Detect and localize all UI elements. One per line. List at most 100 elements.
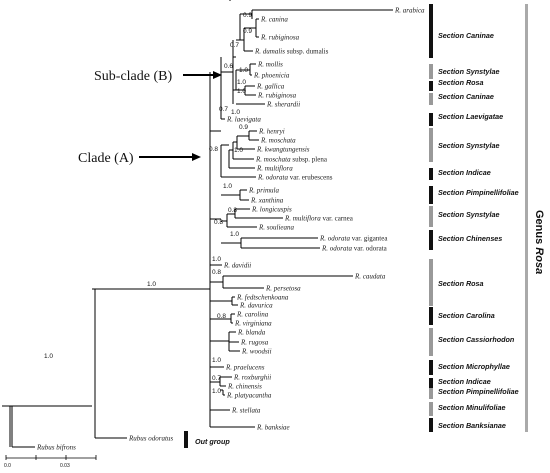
section-bar-synstylae2 bbox=[429, 128, 433, 162]
support-value: 0.9 bbox=[243, 28, 252, 35]
taxon-label-praelucens: R. praelucens bbox=[225, 364, 265, 372]
taxon-label-roxburghii: R. roxburghii bbox=[233, 374, 271, 382]
section-bar-microphyllae bbox=[429, 360, 433, 375]
section-bar-laevigatae bbox=[429, 113, 433, 126]
taxon-label-chinensis: R. chinensis bbox=[227, 383, 262, 391]
section-label-rosa2: Section Rosa bbox=[438, 279, 484, 288]
support-value: 0.7 bbox=[212, 375, 221, 382]
clade-arrowhead bbox=[192, 153, 201, 161]
support-value: 0.8 bbox=[217, 313, 226, 320]
taxon-label-longicuspis: R. longicuspis bbox=[251, 206, 292, 214]
outgroup-label: Out group bbox=[195, 437, 230, 446]
support-value: 1.0 bbox=[223, 183, 232, 190]
section-bar-cassiorhodon bbox=[429, 328, 433, 356]
section-bar-rosa1 bbox=[429, 81, 433, 91]
section-bar-pimpinell2 bbox=[429, 388, 433, 399]
genus-bar bbox=[525, 4, 528, 432]
taxon-label-banksiae: R. banksiae bbox=[256, 424, 290, 432]
support-value: 1.0 bbox=[212, 357, 221, 364]
taxon-label-carolina: R. carolina bbox=[236, 311, 269, 319]
taxon-label-sherardii: R. sherardii bbox=[266, 101, 300, 109]
support-value: 0.7 bbox=[230, 42, 239, 49]
section-label-pimpinell1: Section Pimpinellifoliae bbox=[438, 188, 519, 197]
taxon-label-arabica: R. arabica bbox=[394, 7, 425, 15]
section-bar-banksianae bbox=[429, 418, 433, 432]
support-value: 1.0 bbox=[231, 109, 240, 116]
section-label-banksianae: Section Banksianae bbox=[438, 421, 506, 430]
section-label-synstylae1: Section Synstylae bbox=[438, 67, 500, 76]
taxon-label-virginiana: R. virginiana bbox=[234, 320, 272, 328]
genus-label: Genus Rosa bbox=[533, 210, 545, 274]
taxon-label-fedtschenkoana: R. fedtschenkoana bbox=[236, 294, 289, 302]
section-label-minulifoliae: Section Minulifoliae bbox=[438, 403, 506, 412]
section-bar-carolina bbox=[429, 307, 433, 325]
taxon-label-kwangtungensis: R. kwangtungensis bbox=[256, 146, 310, 154]
clade-annotation: Clade (A) bbox=[78, 151, 134, 166]
section-label-indicae2: Section Indicae bbox=[438, 377, 491, 386]
support-value: 0.8 bbox=[228, 207, 237, 214]
taxon-label-davidii: R. davidii bbox=[223, 262, 251, 270]
support-value: 1.0 bbox=[212, 388, 221, 395]
support-value: 1.0 bbox=[239, 67, 248, 74]
taxon-label-blanda: R. blanda bbox=[237, 329, 266, 337]
taxon-label-primula: R. primula bbox=[248, 187, 279, 195]
section-label-indicae1: Section Indicae bbox=[438, 168, 491, 177]
taxon-label-xanthina: R. xanthina bbox=[250, 197, 284, 205]
taxon-label-multiflora: R. multiflora bbox=[256, 165, 293, 173]
taxon-label-rugosa: R. rugosa bbox=[240, 339, 269, 347]
support-value: 0.8 bbox=[209, 146, 218, 153]
support-value: 0.9 bbox=[239, 124, 248, 131]
taxon-label-odorata-gig: R. odorata var. gigantea bbox=[319, 235, 388, 243]
taxon-label-caudata: R. caudata bbox=[354, 273, 386, 281]
section-bar-chinenses bbox=[429, 230, 433, 250]
taxon-label-rubus-odoratus: Rubus odoratus bbox=[128, 435, 173, 443]
section-label-microphyllae: Section Microphyllae bbox=[438, 362, 510, 371]
support-value: 1.0 bbox=[212, 256, 221, 263]
taxon-label-odorata-odo: R. odorata var. odorata bbox=[321, 245, 388, 253]
section-label-cassiorhodon: Section Cassiorhodon bbox=[438, 335, 515, 344]
subclade-annotation: Sub-clade (B) bbox=[94, 69, 172, 84]
taxon-label-rubiginosa1: R. rubiginosa bbox=[260, 34, 300, 42]
section-label-caninae1: Section Caninae bbox=[438, 31, 494, 40]
taxon-label-mollis: R. mollis bbox=[257, 61, 283, 69]
taxon-label-rubiginosa2: R. rubiginosa bbox=[257, 92, 297, 100]
section-label-laevigatae: Section Laevigatae bbox=[438, 112, 503, 121]
section-bar-synstylae1 bbox=[429, 64, 433, 79]
support-value: 0.9 bbox=[243, 12, 252, 19]
support-value: 1.0 bbox=[147, 281, 156, 288]
section-label-chinenses: Section Chinenses bbox=[438, 234, 502, 243]
section-label-carolina: Section Carolina bbox=[438, 311, 495, 320]
section-label-synstylae3: Section Synstylae bbox=[438, 210, 500, 219]
section-bar-synstylae3 bbox=[429, 206, 433, 227]
taxon-label-moschata-plena: R. moschata subsp. plena bbox=[255, 156, 328, 164]
taxon-label-soulieana: R. soulieana bbox=[258, 224, 294, 232]
section-label-caninae2: Section Caninae bbox=[438, 92, 494, 101]
support-value: 1.0 bbox=[234, 147, 243, 154]
taxon-label-stellata: R. stellata bbox=[231, 407, 261, 415]
support-value: 0.7 bbox=[219, 106, 228, 113]
taxon-label-platyacantha: R. platyacantha bbox=[226, 392, 272, 400]
taxon-label-gallica: R. gallica bbox=[256, 83, 285, 91]
section-label-rosa1: Section Rosa bbox=[438, 78, 484, 87]
section-bar-minulifoliae bbox=[429, 402, 433, 416]
taxon-label-persetosa: R. persetosa bbox=[265, 285, 301, 293]
taxon-label-canina: R. canina bbox=[260, 16, 288, 24]
support-value: 0.8 bbox=[214, 219, 223, 226]
section-label-synstylae2: Section Synstylae bbox=[438, 141, 500, 150]
section-bar-indicae2 bbox=[429, 378, 433, 388]
outgroup-bar bbox=[184, 431, 188, 448]
support-value: 1.0 bbox=[237, 88, 246, 95]
section-bar-caninae2 bbox=[429, 93, 433, 105]
section-label-pimpinell2: Section Pimpinellifoliae bbox=[438, 387, 519, 396]
taxon-label-phoenicia: R. phoenicia bbox=[253, 72, 290, 80]
support-value: 0.6 bbox=[224, 63, 233, 70]
support-value: 1.0 bbox=[230, 231, 239, 238]
section-bar-rosa2 bbox=[429, 259, 433, 306]
taxon-label-dumalis: R. dumalis subsp. dumalis bbox=[254, 48, 329, 56]
support-value: 1.0 bbox=[237, 79, 246, 86]
section-bar-caninae1 bbox=[429, 4, 433, 58]
taxon-label-rubus-bifrons: Rubus bifrons bbox=[36, 444, 76, 452]
taxon-label-henryi: R. henryi bbox=[258, 128, 285, 136]
section-bar-pimpinell1 bbox=[429, 186, 433, 204]
